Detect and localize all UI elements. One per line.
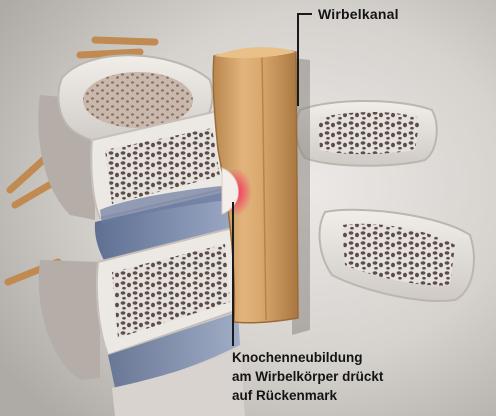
label-knochenneubildung-line-1: Knochenneubildung [232, 348, 383, 367]
upper-spinous-spongy [318, 112, 420, 154]
label-knochenneubildung-line-2: am Wirbelkörper drückt [232, 367, 383, 386]
label-knochenneubildung: Knochenneubildung am Wirbelkörper drückt… [232, 348, 383, 405]
label-knochenneubildung-line-3: auf Rückenmark [232, 386, 383, 405]
label-wirbelkanal: Wirbelkanal [318, 6, 399, 22]
